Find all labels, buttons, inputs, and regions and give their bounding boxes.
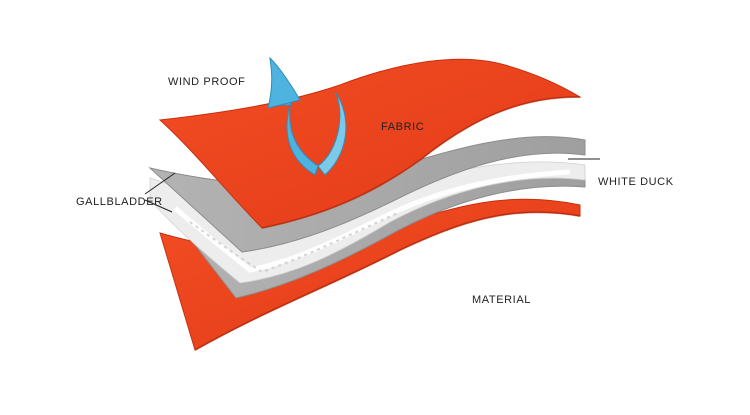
curved-up-arrow-icon (267, 56, 347, 176)
gallbladder-leader-line-top (144, 172, 176, 195)
label-material: MATERIAL (472, 294, 531, 306)
label-fabric: FABRIC (381, 121, 425, 133)
fabric-layer (158, 58, 582, 229)
label-wind-proof: WIND PROOF (168, 76, 246, 88)
leader-lines (144, 158, 600, 213)
gallbladder-leader-line-bottom (144, 199, 173, 213)
down-fill-layer (149, 161, 586, 284)
label-white-duck: WHITE DUCK (598, 176, 674, 188)
label-gallbladder: GALLBLADDER (76, 196, 163, 208)
